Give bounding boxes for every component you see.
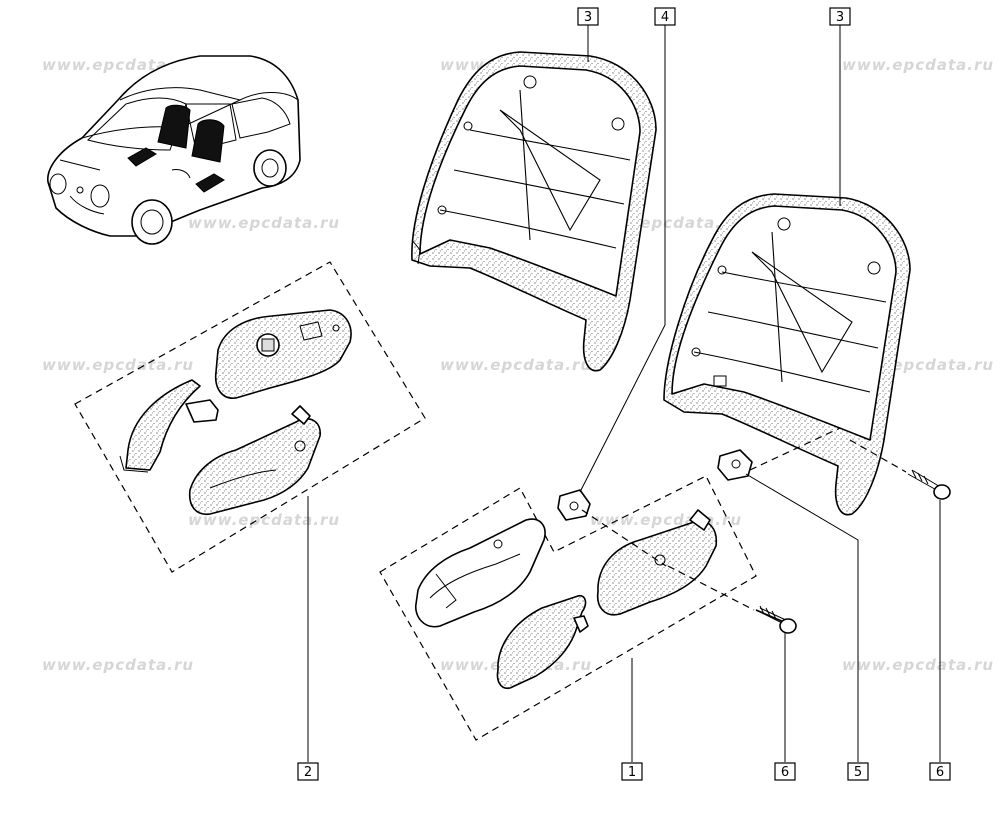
watermark: www.epcdata.ru: [42, 356, 194, 374]
callout-3-left: 3: [577, 7, 599, 26]
screw-part-6-upper: [907, 469, 951, 500]
watermark: www.epcdata.ru: [842, 656, 994, 674]
clip-part-5: [717, 449, 753, 481]
callout-2: 2: [297, 762, 319, 781]
callout-5: 5: [847, 762, 869, 781]
callout-4: 4: [654, 7, 676, 26]
callout-6-right: 6: [929, 762, 951, 781]
callout-label: 3: [836, 10, 844, 25]
watermark: www.epcdata.ru: [188, 214, 340, 232]
callout-label: 3: [584, 10, 592, 25]
hinge-cover-set-left: [119, 309, 352, 515]
watermark: www.epcdata.ru: [42, 656, 194, 674]
callout-6-left: 6: [774, 762, 796, 781]
clip-part-4: [557, 489, 591, 521]
callout-label: 6: [936, 765, 944, 780]
assembly-guide: [749, 427, 841, 471]
group-1-boundary: [379, 475, 757, 741]
watermark: www.epcdata.ru: [590, 511, 742, 529]
group-2-boundary: [74, 261, 426, 573]
screw-part-6-lower: [755, 605, 797, 634]
callout-label: 6: [781, 765, 789, 780]
assembly-guide: [581, 509, 667, 567]
callout-label: 1: [628, 765, 636, 780]
seat-back-frame-right: [663, 193, 911, 516]
callout-label: 4: [661, 10, 669, 25]
callout-label: 5: [854, 765, 862, 780]
watermark: www.epcdata.ru: [188, 511, 340, 529]
leader-lines: [307, 25, 941, 762]
assembly-guide: [667, 565, 755, 611]
car-locator-illustration: [47, 55, 301, 245]
watermark: www.epcdata.ru: [842, 56, 994, 74]
callout-3-right: 3: [829, 7, 851, 26]
watermark: www.epcdata.ru: [440, 356, 592, 374]
callout-label: 2: [304, 765, 312, 780]
seat-back-frame-left: [411, 51, 657, 372]
assembly-guide: [849, 439, 907, 473]
callout-1: 1: [621, 762, 643, 781]
hinge-cover-set-right: [415, 509, 718, 690]
